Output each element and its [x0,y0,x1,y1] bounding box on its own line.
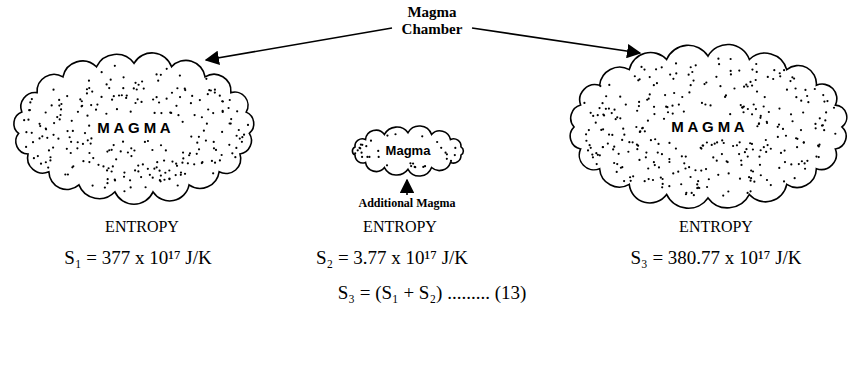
entropy-heading: ENTROPY [105,218,179,236]
cloud-text: M A G M A [671,118,744,135]
cloud-border [14,53,254,204]
entropy-equation: S₃ = (S₁ + S₂) ......... (13) [338,282,527,304]
stipple-dots [23,65,249,193]
leader-arrow [406,180,408,195]
magma-cloud: Magma [345,124,471,178]
chamber-label: Magma Chamber [402,4,463,39]
magma-cloud: M A G M A [5,50,263,206]
entropy-heading: ENTROPY [679,218,753,236]
entropy-value: S₂ = 3.77 x 10¹⁷ J/K [316,247,468,269]
entropy-heading: ENTROPY [363,218,437,236]
cloud-border [570,44,847,208]
leader-arrow [206,28,392,60]
entropy-value: S₃ = 380.77 x 10¹⁷ J/K [630,247,801,269]
magma-cloud: M A G M A [560,42,856,212]
stipple-dots [354,133,456,168]
cloud-border [352,126,463,176]
pointer-label: Additional Magma [358,197,455,211]
entropy-value: S₁ = 377 x 10¹⁷ J/K [64,247,211,269]
leader-arrow [472,28,640,53]
stipple-dots [583,58,836,197]
cloud-text: Magma [386,144,431,159]
cloud-text: M A G M A [97,119,170,136]
